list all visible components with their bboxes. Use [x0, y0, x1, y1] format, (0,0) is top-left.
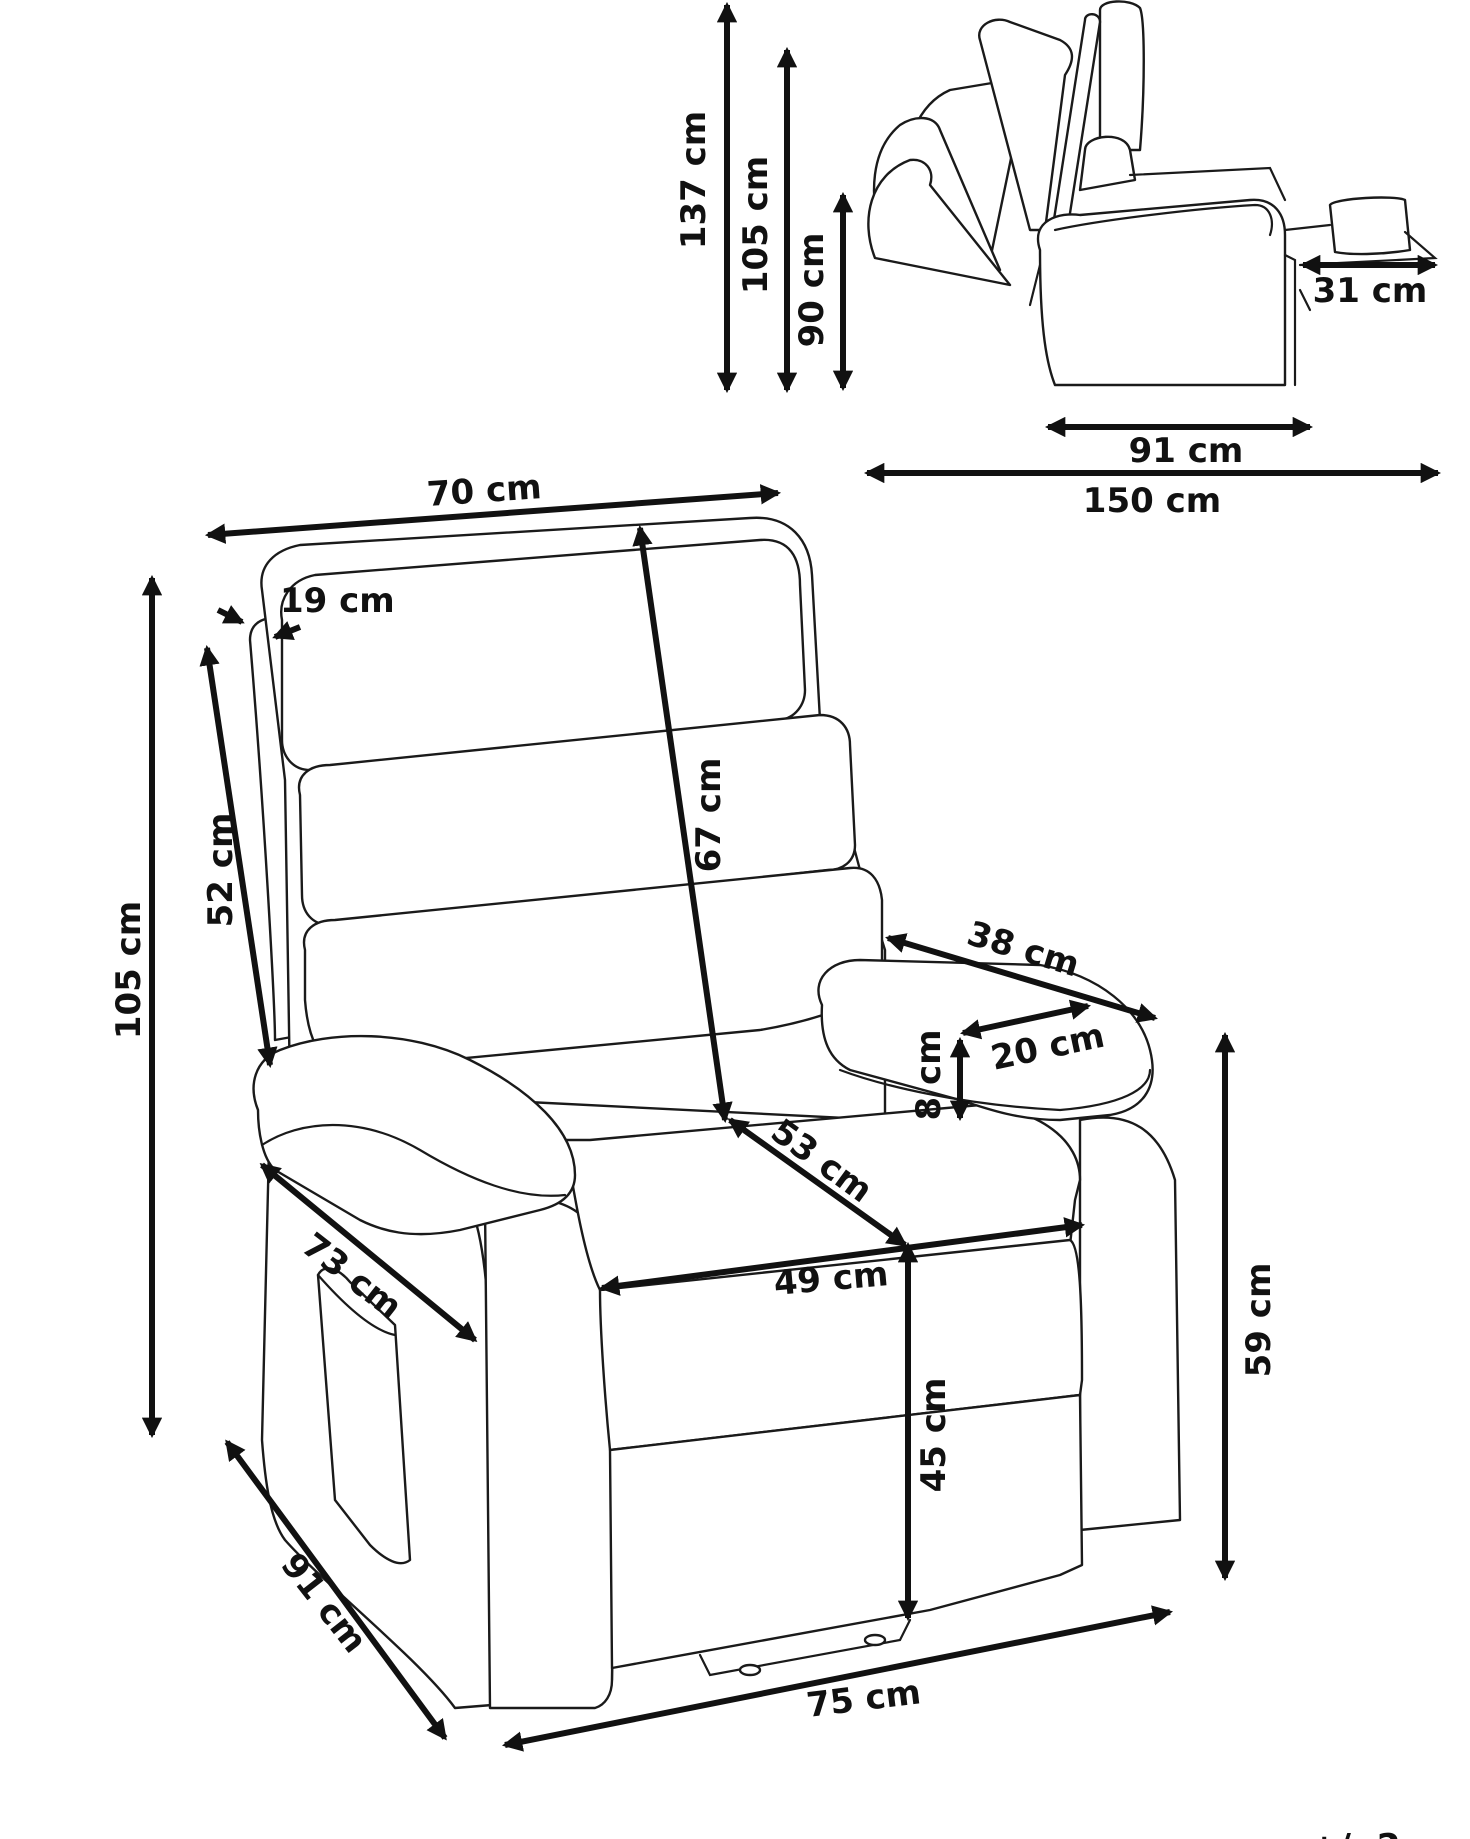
label-side-height-back: 105 cm	[736, 156, 776, 294]
label-side-height-total: 137 cm	[674, 111, 714, 249]
label-armrest-thickness: 8 cm	[909, 1029, 949, 1120]
dim-line-side-panel-depth	[259, 1162, 478, 1343]
label-seat-height: 45 cm	[914, 1378, 954, 1493]
label-arm-height: 59 cm	[1239, 1263, 1279, 1378]
label-side-depth: 91 cm	[1129, 431, 1244, 471]
label-tolerance: +/- 2 cm	[1310, 1827, 1468, 1839]
dim-line-backrest-height	[632, 524, 733, 1124]
front-view-drawing	[248, 516, 1182, 1710]
dim-line-armrest-width	[960, 999, 1091, 1040]
label-back-width: 70 cm	[426, 467, 543, 515]
dim-line-headrest-b	[272, 621, 302, 641]
label-seat-width: 49 cm	[772, 1254, 890, 1304]
dim-line-overall-width	[501, 1605, 1174, 1752]
label-overall-height: 105 cm	[109, 901, 149, 1039]
dim-line-armrest-length	[885, 933, 1158, 1023]
label-footrest-extension: 31 cm	[1313, 271, 1428, 311]
dim-line-headrest-a	[216, 605, 245, 625]
dim-line-back-side-height	[199, 644, 278, 1069]
dim-line-back-width	[204, 484, 782, 544]
label-headrest-thickness: 19 cm	[280, 581, 395, 621]
label-reclined-length: 150 cm	[1083, 481, 1221, 521]
label-backrest-height: 67 cm	[689, 758, 729, 873]
side-view-drawing	[867, 0, 1438, 387]
dimension-labels: 137 cm 105 cm 90 cm 31 cm 91 cm 150 cm 7…	[109, 111, 1468, 1839]
dimension-lines	[141, 1, 1442, 1752]
label-side-height-seat-back: 90 cm	[792, 233, 832, 348]
dim-line-overall-depth	[224, 1439, 448, 1741]
label-back-side-height: 52 cm	[201, 813, 241, 928]
dim-line-seat-width	[598, 1217, 1086, 1296]
